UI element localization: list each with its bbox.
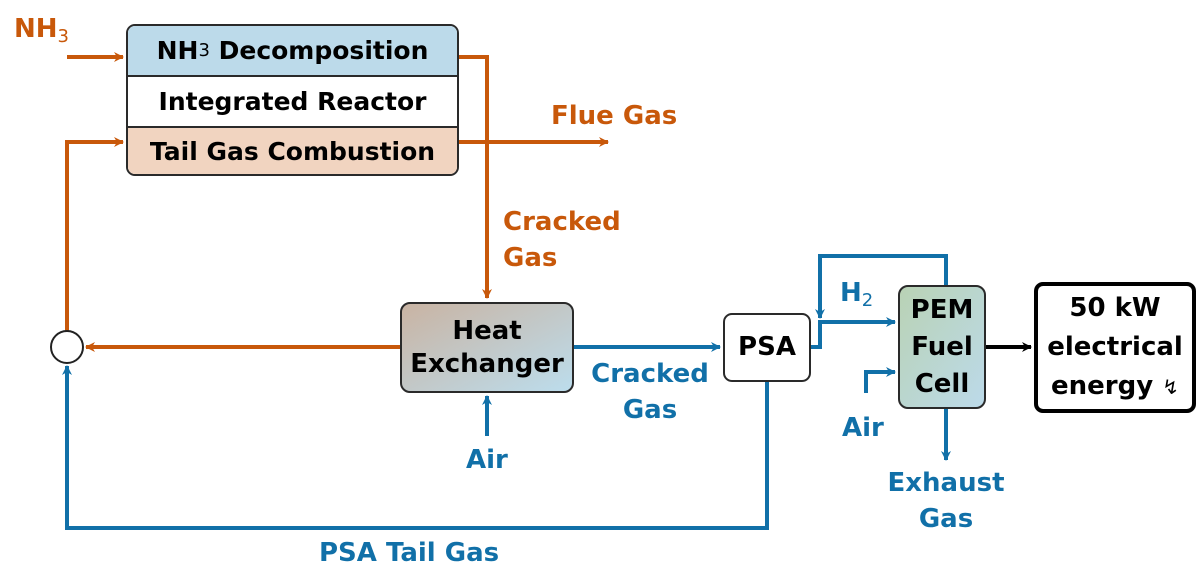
output-energy-label: energy	[1051, 370, 1154, 401]
fuel-cell-line3: Cell	[914, 368, 970, 399]
exhaust-line2: Gas	[918, 504, 974, 534]
nh3-text: NH	[14, 14, 58, 44]
mixer-node	[50, 330, 84, 364]
output-line2: electrical	[1047, 331, 1183, 362]
exhaust-line1: Exhaust	[887, 468, 1005, 498]
cracked-gas-cold-label: Cracked Gas	[588, 356, 712, 428]
pem-fuel-cell: PEM Fuel Cell	[899, 286, 985, 408]
psa-tail-gas-label: PSA Tail Gas	[319, 538, 500, 568]
air-fc-line	[864, 367, 896, 393]
h2-label: H2	[840, 276, 873, 310]
fuel-cell-fill	[898, 285, 986, 409]
cracked-gas-hot-label: Cracked Gas	[503, 204, 621, 276]
output-power: 50 kW	[1069, 292, 1161, 323]
fuel-cell-line2: Fuel	[911, 331, 973, 362]
heat-exchanger-line1: Heat	[452, 315, 522, 346]
h2-text: H	[840, 278, 862, 308]
lightning-icon: ↯	[1162, 374, 1179, 399]
nh3-feed-label: NH3	[14, 12, 69, 46]
psa-label: PSA	[738, 332, 796, 362]
heat-exchanger-line2: Exchanger	[410, 348, 564, 379]
psa-tail-gas-line	[62, 365, 769, 530]
heat-exchanger-fill	[400, 302, 574, 393]
flue-gas-label: Flue Gas	[551, 101, 678, 131]
output-line3: energy ↯	[1051, 367, 1179, 407]
air-fc-label: Air	[842, 413, 884, 443]
cracked-gas-cold-line2: Gas	[622, 395, 678, 425]
heat-exchanger: Heat Exchanger	[401, 303, 573, 392]
reactor-title: Integrated Reactor	[158, 87, 427, 116]
tail-gas-feed-line	[65, 137, 124, 331]
combustion-label: Tail Gas Combustion	[149, 136, 436, 166]
cracked-gas-hot-line	[459, 55, 492, 299]
exhaust-gas-label: Exhaust Gas	[886, 465, 1006, 537]
reactor-title-section: Integrated Reactor	[128, 77, 457, 128]
h2-line	[810, 317, 896, 349]
decomposition-suffix: Decomposition	[209, 36, 429, 65]
anode-recirculation-line	[815, 254, 948, 319]
electrical-output: 50 kW electrical energy ↯	[1034, 282, 1196, 413]
h2-subscript: 2	[861, 290, 874, 311]
nh3-subscript: 3	[57, 26, 69, 47]
fuel-cell-line1: PEM	[910, 294, 974, 325]
cracked-gas-cold-line1: Cracked	[591, 359, 709, 389]
psa-unit: PSA	[723, 313, 811, 382]
cracked-gas-hot-line2: Gas	[503, 243, 558, 273]
air-hx-label: Air	[466, 445, 508, 475]
decomposition-label: NH	[156, 36, 199, 65]
cracked-gas-hot-line1: Cracked	[503, 207, 621, 237]
tail-gas-combustion-section: Tail Gas Combustion	[128, 128, 457, 174]
